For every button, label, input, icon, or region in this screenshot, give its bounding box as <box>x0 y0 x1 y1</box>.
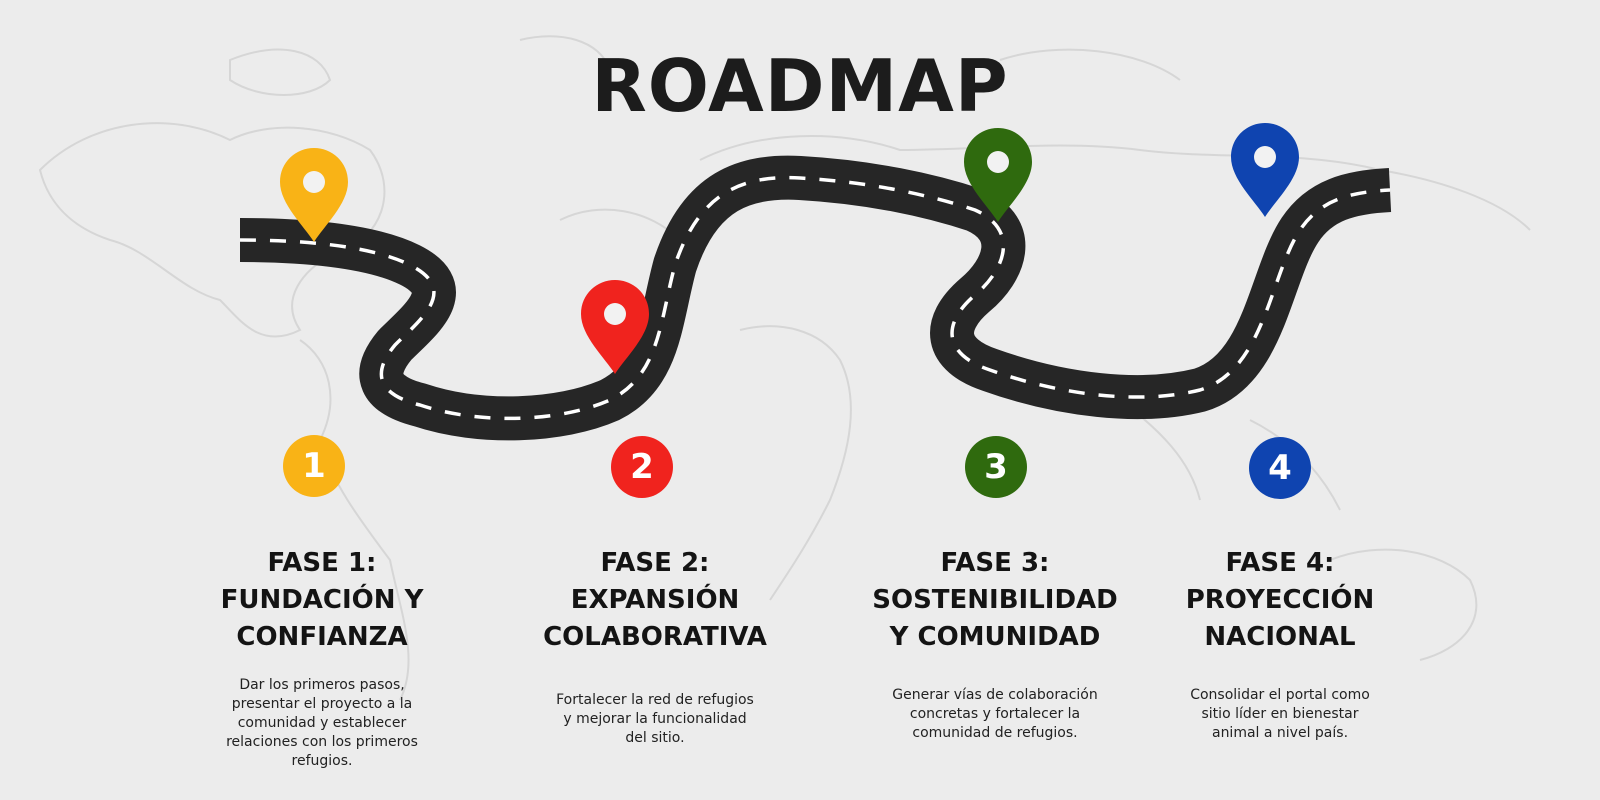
description-line: Fortalecer la red de refugios <box>556 692 754 708</box>
phase-4-block: FASE 4: PROYECCIÓN NACIONAL Consolidar e… <box>1140 545 1420 743</box>
phase-4-number-badge: 4 <box>1249 437 1311 499</box>
phase-1-title: FASE 1: FUNDACIÓN Y CONFIANZA <box>182 545 462 656</box>
description-line: comunidad y establecer <box>237 715 407 731</box>
phase-3-number-badge: 3 <box>965 436 1027 498</box>
description-line: y mejorar la funcionalidad <box>563 711 747 727</box>
description-line: del sitio. <box>625 730 685 746</box>
phase-title-line: PROYECCIÓN <box>1185 585 1375 615</box>
description-line: comunidad de refugios. <box>912 725 1078 741</box>
phase-title-line: FASE 2: <box>600 548 710 578</box>
phase-1-map-pin-icon <box>280 148 348 242</box>
pin-shape <box>1231 123 1299 217</box>
description-line: Dar los primeros pasos, <box>239 677 405 693</box>
phase-title-line: SOSTENIBILIDAD <box>872 585 1118 615</box>
pin-hole <box>987 151 1009 173</box>
description-line: Consolidar el portal como <box>1190 687 1370 703</box>
pin-hole <box>1254 146 1276 168</box>
pin-shape <box>964 128 1032 222</box>
phase-3-block: FASE 3: SOSTENIBILIDAD Y COMUNIDAD Gener… <box>855 545 1135 743</box>
phase-title-line: COLABORATIVA <box>543 622 767 652</box>
phase-4-description: Consolidar el portal como sitio líder en… <box>1140 686 1420 743</box>
pin-shape <box>280 148 348 242</box>
phase-title-line: NACIONAL <box>1204 622 1356 652</box>
description-line: relaciones con los primeros <box>226 734 418 750</box>
pin-hole <box>303 171 325 193</box>
phase-1-number-badge: 1 <box>283 435 345 497</box>
pin-shape <box>581 280 649 374</box>
phase-4-title: FASE 4: PROYECCIÓN NACIONAL <box>1140 545 1420 656</box>
road-center-dashes <box>239 175 1391 421</box>
phase-3-title: FASE 3: SOSTENIBILIDAD Y COMUNIDAD <box>855 545 1135 656</box>
phase-1-block: FASE 1: FUNDACIÓN Y CONFIANZA Dar los pr… <box>182 545 462 771</box>
phase-title-line: FASE 3: <box>940 548 1050 578</box>
phase-2-map-pin-icon <box>581 280 649 374</box>
description-line: concretas y fortalecer la <box>909 706 1081 722</box>
phase-title-line: FASE 4: <box>1225 548 1335 578</box>
pin-hole <box>604 303 626 325</box>
phase-4-map-pin-icon <box>1231 123 1299 217</box>
phase-2-block: FASE 2: EXPANSIÓN COLABORATIVA Fortalece… <box>515 545 795 748</box>
phase-title-line: FASE 1: <box>267 548 377 578</box>
phase-title-line: CONFIANZA <box>236 622 408 652</box>
description-line: presentar el proyecto a la <box>231 696 413 712</box>
phase-3-map-pin-icon <box>964 128 1032 222</box>
phase-1-description: Dar los primeros pasos, presentar el pro… <box>182 676 462 771</box>
phase-title-line: FUNDACIÓN Y <box>220 585 424 615</box>
phase-2-title: FASE 2: EXPANSIÓN COLABORATIVA <box>515 545 795 656</box>
phase-2-description: Fortalecer la red de refugios y mejorar … <box>515 691 795 748</box>
page-title: ROADMAP <box>591 44 1009 128</box>
phase-3-description: Generar vías de colaboración concretas y… <box>855 686 1135 743</box>
phase-2-number-badge: 2 <box>611 436 673 498</box>
description-line: sitio líder en bienestar <box>1201 706 1359 722</box>
phase-title-line: EXPANSIÓN <box>570 585 740 615</box>
description-line: Generar vías de colaboración <box>892 687 1098 703</box>
description-line: animal a nivel país. <box>1211 725 1349 741</box>
phase-title-line: Y COMUNIDAD <box>889 622 1101 652</box>
description-line: refugios. <box>291 753 353 769</box>
